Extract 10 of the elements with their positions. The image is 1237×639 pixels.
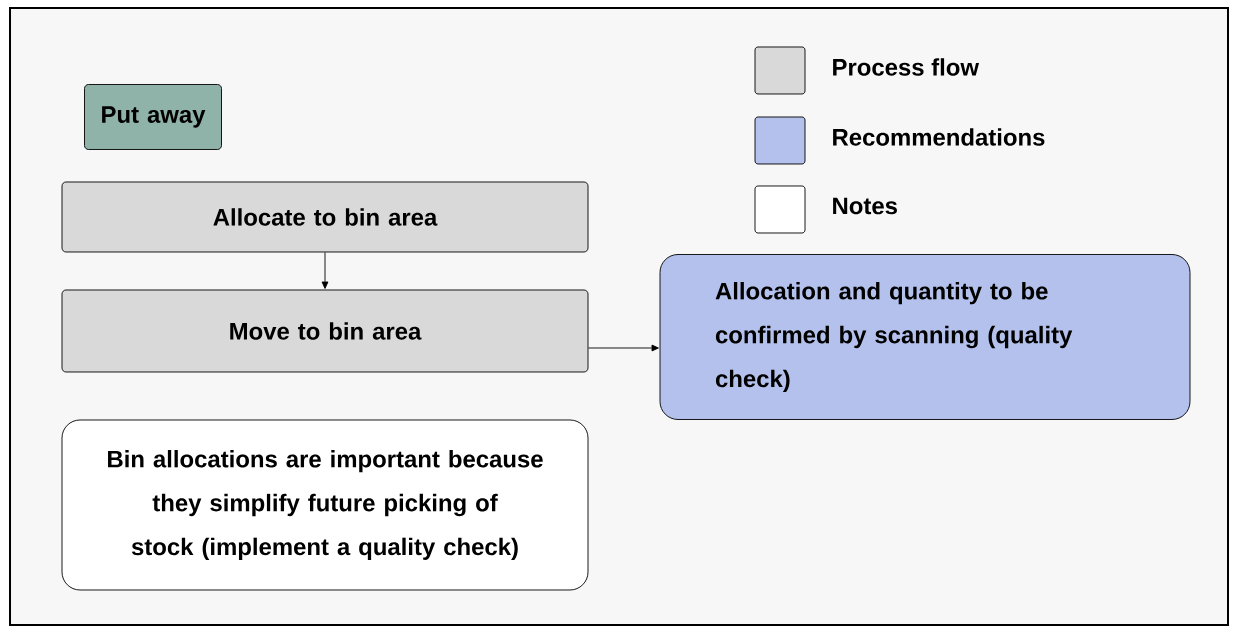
arrow (321, 252, 329, 289)
legend-label: Notes (833, 197, 897, 215)
note-box: Bin allocations are important because they simplify future picking of stock (implement a quality check) (61, 419, 589, 591)
process-box: Move to bin area (61, 289, 589, 373)
recommendation-box: Allocation and quantity to be confirmed by scanning (quality check) (659, 254, 1191, 420)
legend-label: Process flow (833, 58, 980, 76)
stage-box: Put away (84, 84, 222, 150)
arrow (588, 344, 659, 352)
process-box: Allocate to bin area (61, 181, 589, 253)
legend-label: Recommendations (833, 128, 1045, 146)
